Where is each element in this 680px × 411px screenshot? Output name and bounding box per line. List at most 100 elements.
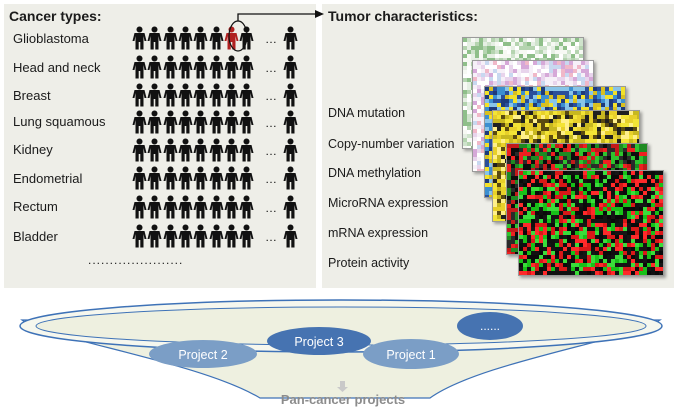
patient-icon xyxy=(239,55,254,79)
patient-icon xyxy=(147,110,162,134)
patient-icon xyxy=(163,166,178,190)
tumor-characteristic-label: mRNA expression xyxy=(328,226,429,240)
patient-icon xyxy=(283,224,298,248)
row-ellipsis: … xyxy=(265,89,278,103)
patient-icon xyxy=(193,138,208,162)
cancer-type-label: Head and neck xyxy=(13,60,101,75)
cancer-type-label: Kidney xyxy=(13,142,53,157)
project-2-ellipse[interactable] xyxy=(149,340,257,368)
patient-icon xyxy=(209,26,224,50)
patient-icon xyxy=(224,195,239,219)
patient-icon xyxy=(193,26,208,50)
tumor-characteristic-label: Copy-number variation xyxy=(328,137,455,151)
patient-icon xyxy=(147,83,162,107)
patient-icon xyxy=(239,83,254,107)
patient-icon xyxy=(283,195,298,219)
patient-icon xyxy=(132,26,147,50)
patient-icon xyxy=(209,195,224,219)
patient-icon xyxy=(193,224,208,248)
patient-icon xyxy=(132,166,147,190)
row-ellipsis: … xyxy=(265,201,278,215)
patient-icon xyxy=(209,166,224,190)
patient-icon xyxy=(209,224,224,248)
patient-icon xyxy=(147,195,162,219)
patient-icon xyxy=(163,138,178,162)
patient-icon xyxy=(178,224,193,248)
patient-icon xyxy=(283,55,298,79)
patient-icon xyxy=(163,55,178,79)
cancer-type-label: Rectum xyxy=(13,199,58,214)
patient-icon xyxy=(132,110,147,134)
row-ellipsis: … xyxy=(265,116,278,130)
patient-icon xyxy=(283,26,298,50)
tumor-characteristic-label: DNA mutation xyxy=(328,106,406,120)
tumor-characteristic-label: DNA methylation xyxy=(328,166,422,180)
pan-cancer-label: Pan-cancer projects xyxy=(281,392,405,407)
patient-icon xyxy=(147,224,162,248)
patient-icon xyxy=(193,195,208,219)
project-1-label: Project 1 xyxy=(386,348,435,362)
patient-icon xyxy=(163,26,178,50)
patient-icon xyxy=(163,195,178,219)
row-ellipsis: … xyxy=(265,61,278,75)
patient-icon xyxy=(224,110,239,134)
patient-icon xyxy=(239,195,254,219)
patient-icon xyxy=(209,83,224,107)
patient-icon xyxy=(209,138,224,162)
patient-icon xyxy=(283,138,298,162)
patient-icon xyxy=(239,224,254,248)
patient-icon xyxy=(209,110,224,134)
patient-icon xyxy=(178,166,193,190)
patient-icon xyxy=(224,83,239,107)
tumor-characteristic-label: Protein activity xyxy=(328,256,410,270)
patient-icon xyxy=(224,224,239,248)
patient-icon xyxy=(132,195,147,219)
patient-icon xyxy=(178,55,193,79)
patient-icon xyxy=(239,138,254,162)
patient-icon xyxy=(193,83,208,107)
more-projects-ellipse[interactable] xyxy=(457,312,523,340)
project-3-ellipse[interactable] xyxy=(267,327,371,355)
patient-icon xyxy=(147,55,162,79)
cancer-types-title: Cancer types: xyxy=(9,8,102,24)
more-cancer-types: ...................... xyxy=(88,253,184,267)
cancer-type-label: Endometrial xyxy=(13,171,83,186)
project-3-label: Project 3 xyxy=(294,335,343,349)
patient-icon xyxy=(147,26,162,50)
patient-icon xyxy=(178,195,193,219)
patient-icon xyxy=(283,83,298,107)
patient-icon xyxy=(163,83,178,107)
project-1-ellipse[interactable] xyxy=(363,339,459,369)
patient-icon xyxy=(239,166,254,190)
tumor-characteristics-title: Tumor characteristics: xyxy=(328,8,478,24)
patient-icon xyxy=(239,110,254,134)
patient-icon xyxy=(224,166,239,190)
patient-icon xyxy=(193,110,208,134)
cancer-type-label: Glioblastoma xyxy=(13,31,89,46)
cancer-type-label: Bladder xyxy=(13,229,58,244)
patient-icon xyxy=(163,110,178,134)
more-projects-label: ...... xyxy=(480,319,500,333)
patient-icon xyxy=(224,55,239,79)
patient-icon xyxy=(283,110,298,134)
protein-activity-heatmap xyxy=(518,170,664,276)
patient-icon xyxy=(147,166,162,190)
tumor-characteristic-label: MicroRNA expression xyxy=(328,196,449,210)
patient-icon xyxy=(132,55,147,79)
patient-icon xyxy=(178,138,193,162)
row-ellipsis: … xyxy=(265,172,278,186)
patient-icon xyxy=(193,55,208,79)
patient-icon xyxy=(163,224,178,248)
patient-icon xyxy=(209,55,224,79)
cancer-type-label: Lung squamous xyxy=(13,114,106,129)
project-2-label: Project 2 xyxy=(178,348,227,362)
patient-icon xyxy=(147,138,162,162)
cancer-type-label: Breast xyxy=(13,88,51,103)
patient-icon xyxy=(132,83,147,107)
patient-icon xyxy=(132,138,147,162)
patient-icon xyxy=(193,166,208,190)
row-ellipsis: … xyxy=(265,144,278,158)
patient-icon xyxy=(178,26,193,50)
